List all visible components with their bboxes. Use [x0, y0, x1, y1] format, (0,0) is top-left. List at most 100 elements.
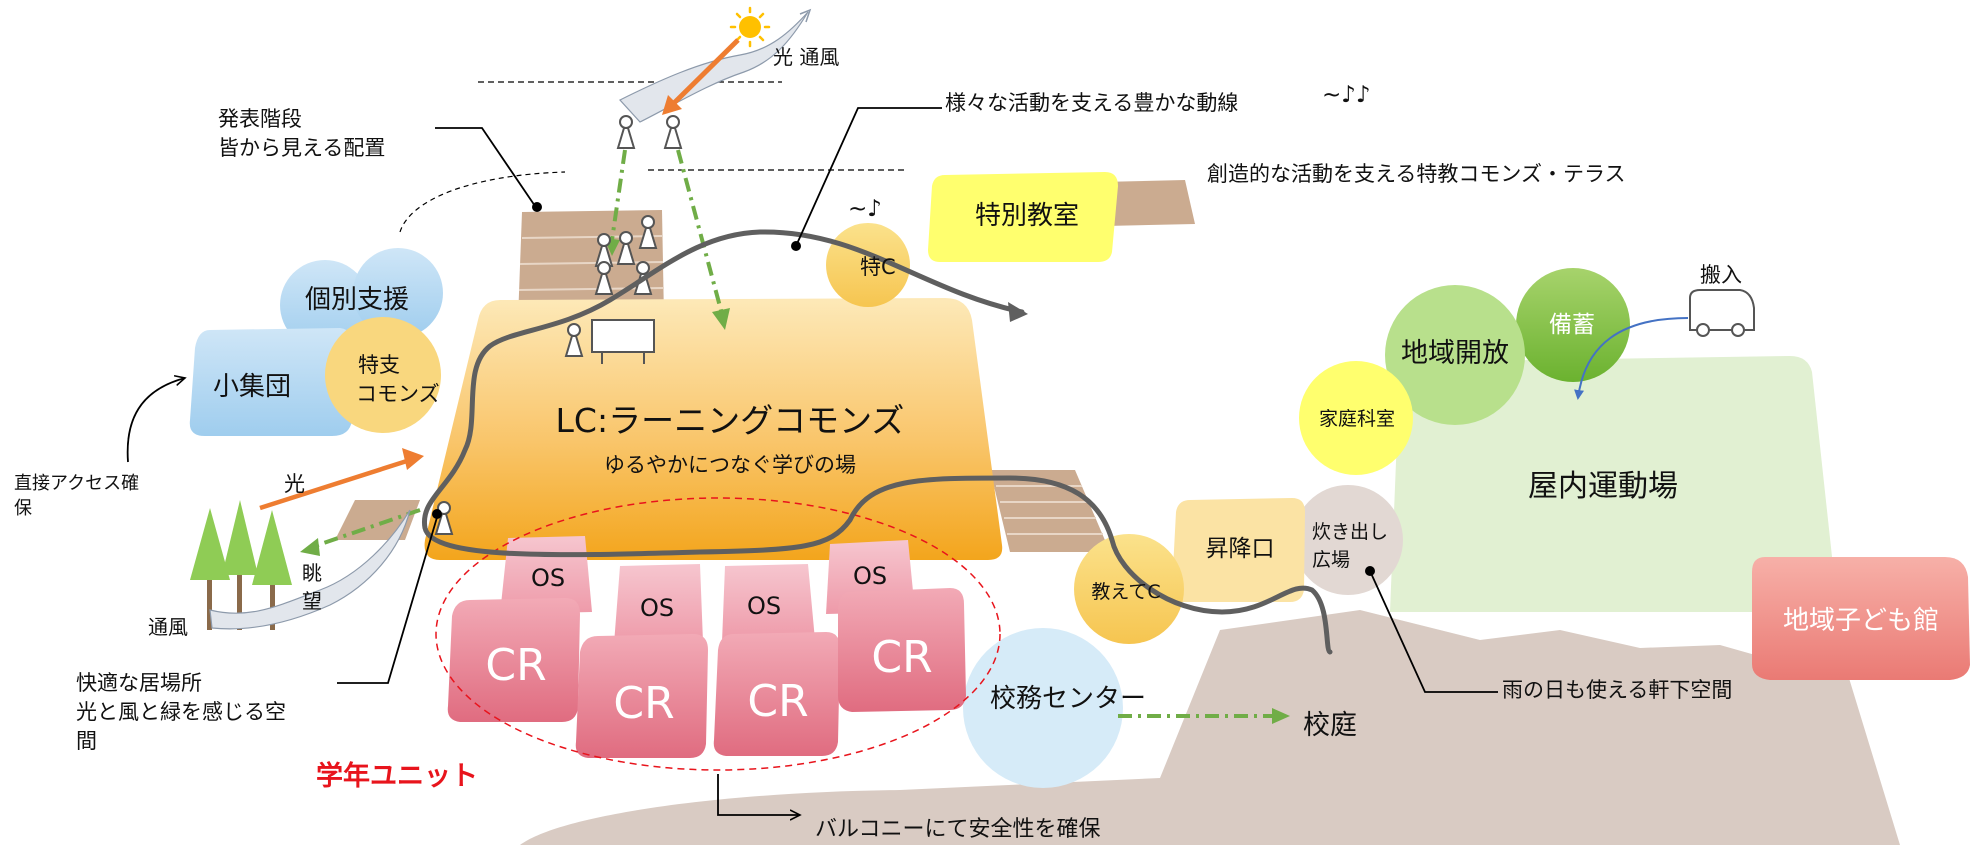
circulation-arrow-head	[1008, 302, 1028, 322]
label-direct-1: 直接アクセス確	[14, 473, 139, 494]
area-chiiki-kaiho: 地域開放	[1401, 338, 1509, 369]
view-arrow-kotei	[1118, 708, 1290, 724]
label-happyo-2: 皆から見える配置	[218, 136, 385, 160]
person-icon	[594, 261, 614, 295]
area-cr-2: CR	[613, 678, 674, 729]
person-icons	[434, 115, 683, 535]
bichiku-circle	[1516, 268, 1630, 382]
katei-kashitsu-circle	[1299, 361, 1413, 475]
label-direct-2: 保	[14, 498, 32, 519]
label-kaiteki-1: 快適な居場所	[76, 671, 202, 695]
light-arrow-left	[259, 457, 411, 511]
chiiki-kaiho-circle	[1385, 285, 1525, 425]
area-cr-4: CR	[871, 632, 932, 683]
area-hannyu: 搬入	[1700, 263, 1742, 287]
area-okunai-undojo: 屋内運動場	[1528, 469, 1678, 504]
area-oshiete-c: 教えてC	[1091, 581, 1160, 603]
wind-icon-left	[209, 509, 411, 630]
area-os-1: OS	[531, 564, 565, 592]
area-os-4: OS	[853, 562, 887, 590]
tokushi-commons-circle	[325, 317, 441, 433]
view-arrow-left	[300, 508, 421, 556]
label-nokishita: 雨の日も使える軒下空間	[1502, 678, 1732, 702]
callout-dot-4	[1365, 566, 1375, 576]
area-kotei: 校庭	[1303, 710, 1357, 741]
area-cr-3: CR	[747, 676, 808, 727]
person-icon	[564, 323, 584, 357]
cr-box-2	[575, 634, 708, 758]
label-tsufu: 通風	[148, 615, 188, 639]
kobetsu-shien-circle-a	[280, 260, 370, 350]
person-icon	[616, 115, 636, 149]
area-lc-title: LC:ラーニングコモンズ	[556, 401, 905, 440]
label-chobo-2: 望	[302, 589, 322, 613]
area-tokubetsu-kyoshitsu: 特別教室	[975, 201, 1079, 231]
area-takidashi-1: 炊き出し	[1312, 521, 1388, 543]
label-hikari-tsufu: 光 通風	[773, 45, 839, 69]
area-lc-sub: ゆるやかにつなぐ学びの場	[604, 453, 856, 477]
label-happyo-1: 発表階段	[218, 107, 302, 131]
callout-lines	[126, 107, 1498, 815]
person-icon	[633, 261, 653, 295]
cr-box-3	[713, 632, 840, 756]
view-arrow-2	[676, 149, 730, 330]
gym-block	[1390, 356, 1838, 612]
cr-box-4	[838, 588, 966, 712]
roof-line-curve	[399, 171, 566, 233]
area-cr-1: CR	[485, 640, 546, 691]
label-balcony: バルコニーにて安全性を確保	[815, 817, 1101, 842]
area-tokushi-2: コモンズ	[356, 382, 440, 406]
area-kobetsu-shien: 個別支援	[305, 285, 409, 315]
circulation-path	[421, 229, 1333, 655]
label-kaiteki-3: 間	[76, 729, 97, 753]
area-toku-c: 特C	[860, 255, 896, 279]
shokoguchi-box	[1171, 498, 1305, 602]
grade-unit-ellipse	[435, 497, 1001, 771]
label-music-1: ~♪♪	[1322, 82, 1371, 108]
sun-icon	[729, 6, 771, 48]
wind-arrow-head	[799, 8, 812, 23]
label-tokkyo-commons: 創造的な活動を支える特教コモンズ・テラス	[1207, 162, 1626, 186]
delivery-arrow	[1574, 317, 1689, 400]
person-icon	[616, 231, 636, 265]
ground-shape	[520, 610, 1900, 845]
cr-box-1	[447, 598, 580, 722]
area-chiiki-kodomokan: 地域子ども館	[1783, 606, 1939, 636]
area-katei-kashitsu: 家庭科室	[1319, 408, 1395, 430]
callout-dot-1	[532, 202, 542, 212]
whiteboard-icon	[591, 319, 655, 364]
callout-dot-2	[791, 241, 801, 251]
kodomo-block	[1752, 557, 1970, 680]
sun-arrow-head	[662, 95, 682, 115]
callout-dot-3	[432, 509, 442, 519]
person-icon	[663, 115, 683, 149]
area-takidashi-2: 広場	[1312, 549, 1350, 571]
area-shokoguchi: 昇降口	[1206, 536, 1275, 562]
area-os-2: OS	[640, 594, 674, 622]
label-gakunen-unit: 学年ユニット	[316, 760, 478, 792]
oshiete-c-circle	[1074, 534, 1184, 644]
kobetsu-shien-circle-b	[353, 248, 443, 338]
light-arrow-left-head	[402, 448, 424, 470]
person-icon	[594, 233, 614, 267]
area-tokushi-1: 特支	[358, 353, 400, 377]
label-doseni: 様々な活動を支える豊かな動線	[945, 91, 1238, 115]
area-bichiku: 備蓄	[1549, 312, 1595, 338]
right-stairs	[990, 470, 1110, 552]
label-kaiteki-2: 光と風と緑を感じる空	[76, 700, 286, 724]
area-os-3: OS	[747, 592, 781, 620]
os-box-3	[722, 564, 815, 642]
komu-center-circle	[963, 628, 1123, 788]
tokubetsu-kyoshitsu-box	[928, 172, 1118, 262]
label-hikari: 光	[284, 472, 305, 496]
label-chobo-1: 眺	[302, 561, 322, 585]
lc-commons-block	[424, 298, 1003, 560]
takidashi-circle	[1293, 485, 1403, 595]
label-music-2: ~♪	[848, 196, 882, 222]
shoshudan-blob	[189, 328, 355, 436]
os-box-2	[614, 564, 703, 644]
area-komu-center: 校務センター	[990, 684, 1146, 714]
sun-arrow	[670, 38, 740, 107]
tokubetsu-terrace	[1100, 180, 1195, 226]
